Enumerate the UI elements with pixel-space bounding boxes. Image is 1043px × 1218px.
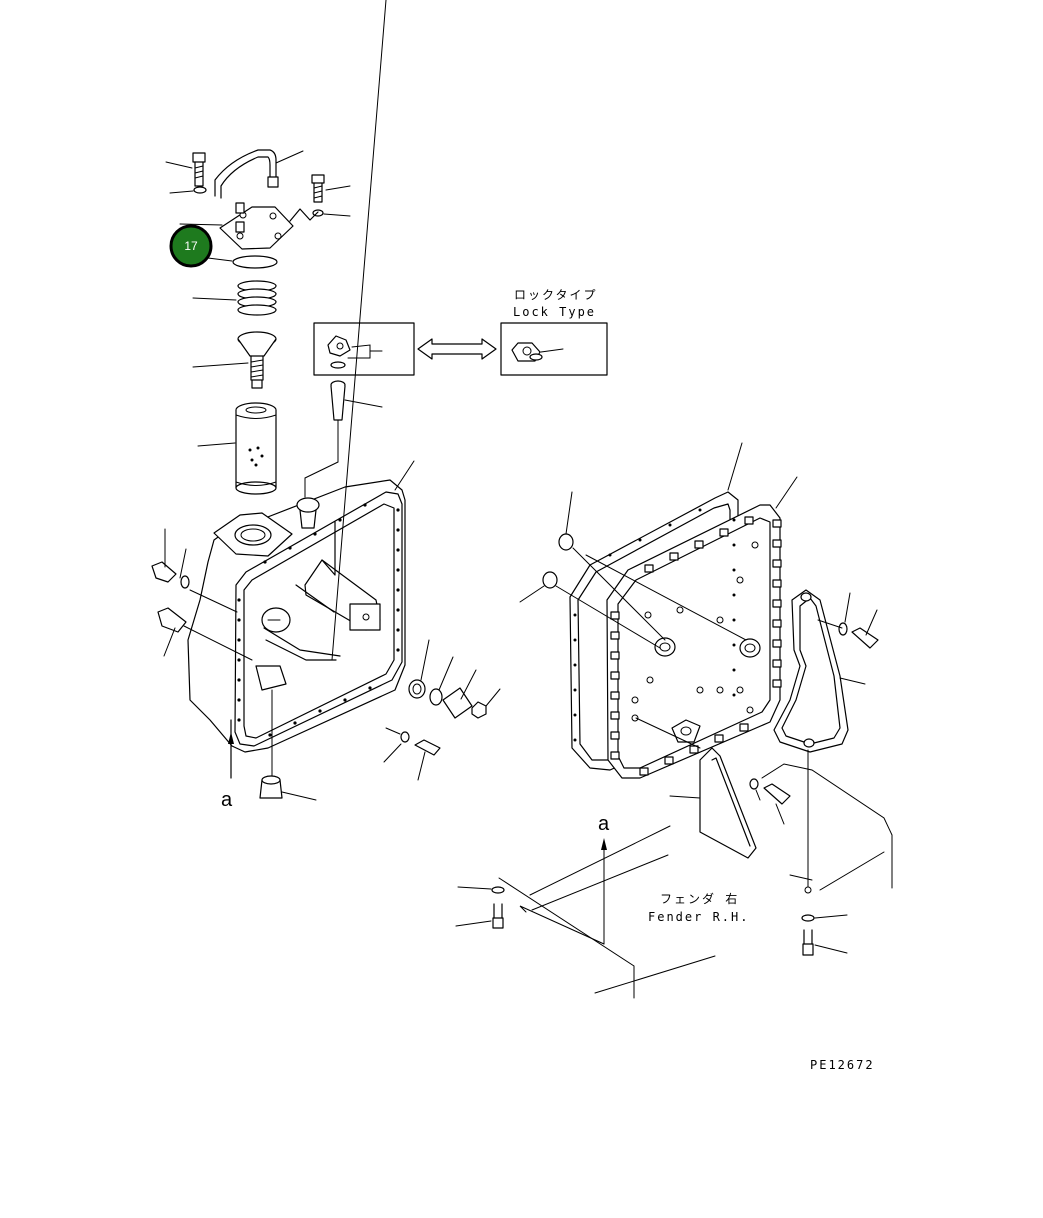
callout-number: 17 [184,239,198,253]
drawing-number: PE12672 [810,1058,875,1072]
cover-bolts [610,516,782,776]
flange-bolt-holes [237,503,400,737]
bolt-top-right [311,174,325,203]
bolt-top-left [192,152,206,187]
level-gauge [304,380,383,498]
callout-badge[interactable] [169,224,213,268]
fender-label-jp: フェンダ 右 [660,891,739,906]
lock-type-label-jp: ロックタイプ [514,288,598,302]
lock-type-box [500,322,608,376]
view-marker-a-right: a [598,813,610,835]
fender-label-en: Fender R.H. [648,910,749,924]
filter-element [235,402,277,495]
lock-type-label-en: Lock Type [513,305,596,319]
tank-side-fittings [331,0,501,781]
left-fittings: a [151,528,317,811]
tank-bracket [773,589,879,894]
lock-type-comparison: ロックタイプ Lock Type [313,288,608,376]
cover-plate [219,202,294,250]
standard-cap-box [313,322,415,376]
filler-cap-assembly [165,149,351,495]
double-arrow [417,338,497,360]
hydraulic-tank-body [187,479,406,781]
part-callout-17[interactable]: 17 [169,224,213,268]
view-marker-a-left: a [221,789,233,811]
support-bracket [669,747,893,891]
valve-assembly [237,331,277,389]
gasket-holes [573,508,736,742]
tank-cover-assembly [519,442,798,779]
fender-rh-outline: a フェンダ 右 Fender R.H. [455,813,848,999]
spring [237,280,277,316]
